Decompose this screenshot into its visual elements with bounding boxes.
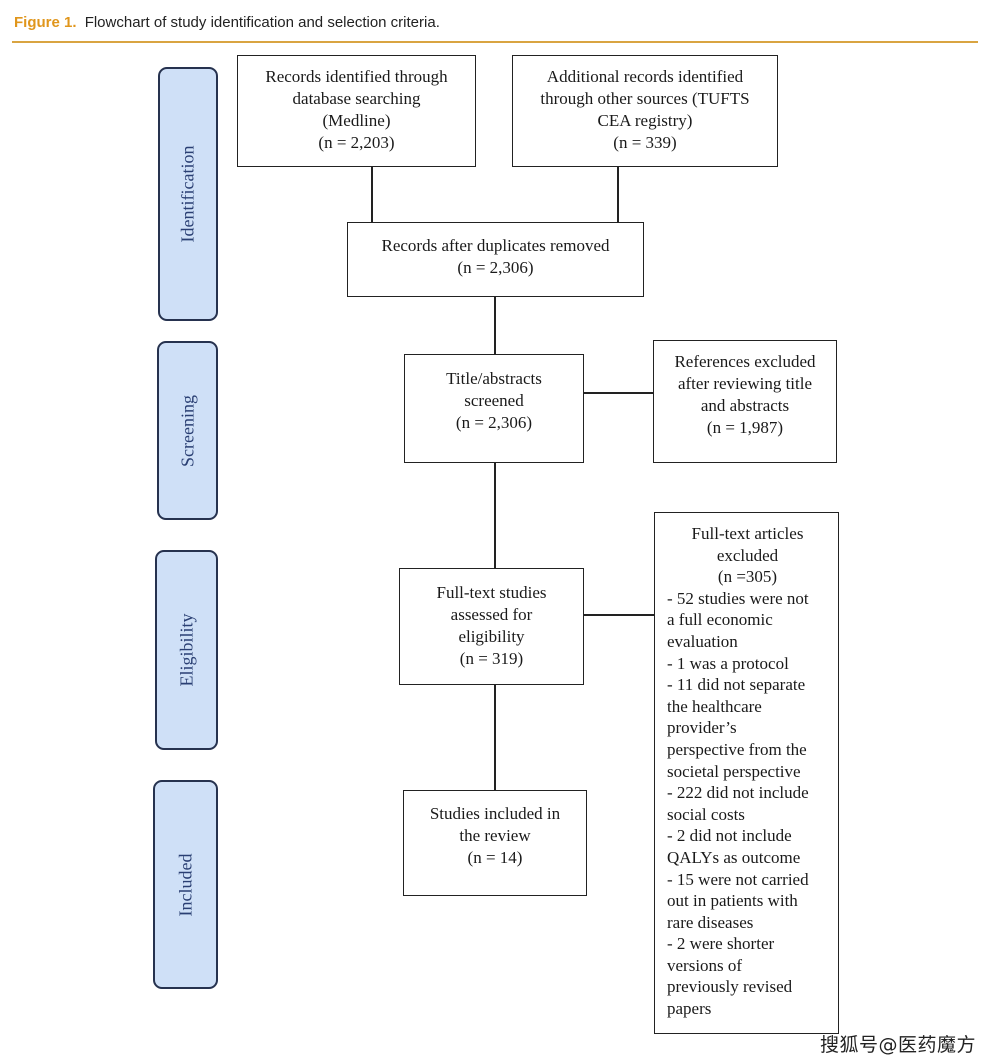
- box-dedup-line: Records after duplicates removed: [381, 236, 610, 255]
- excluded-reason-line: the healthcare: [667, 696, 762, 716]
- box-included-line: the review: [459, 826, 531, 845]
- excluded-heading-line: Full-text articles: [691, 524, 804, 543]
- connector-screen-to-excluded: [583, 392, 654, 394]
- excluded-reason-line: versions of: [667, 955, 743, 975]
- box-after-duplicates: Records after duplicates removed (n = 2,…: [347, 222, 644, 297]
- excluded-reason-line: QALYs as outcome: [667, 847, 801, 867]
- box-studies-included: Studies included in the review (n = 14): [403, 790, 587, 896]
- box-ref-excluded-count: (n = 1,987): [706, 418, 784, 437]
- excluded-reason-line: perspective from the: [667, 739, 807, 759]
- box-included-count: (n = 14): [467, 848, 523, 867]
- connector-fulltext-to-included: [494, 684, 496, 791]
- box-fulltext-assessed: Full-text studies assessed for eligibili…: [399, 568, 584, 685]
- stage-identification-label: Identification: [177, 145, 198, 243]
- figure-title: Flowchart of study identification and se…: [84, 14, 440, 31]
- box-screened-count: (n = 2,306): [455, 413, 533, 432]
- excluded-reason-line: - 15 were not carried: [667, 869, 809, 889]
- box-included-line: Studies included in: [429, 804, 561, 823]
- box-database-line: (Medline): [322, 111, 391, 130]
- watermark: 搜狐号@医药魔方: [819, 1034, 976, 1056]
- box-ref-excluded-line: and abstracts: [700, 396, 790, 415]
- excluded-reason-line: a full economic: [667, 610, 773, 630]
- excluded-reason-line: - 2 did not include: [667, 826, 792, 846]
- excluded-reason-line: - 1 was a protocol: [667, 653, 789, 673]
- connector-dedup-to-screen: [494, 296, 496, 355]
- stage-identification: Identification: [158, 67, 218, 321]
- box-title-abstracts-screened: Title/abstracts screened (n = 2,306): [404, 354, 584, 463]
- box-ref-excluded-line: References excluded: [674, 352, 816, 371]
- connector-other-down: [617, 166, 619, 223]
- excluded-reason-line: out in patients with: [667, 891, 798, 911]
- excluded-reason-line: social costs: [667, 804, 745, 824]
- figure-label: Figure 1.: [14, 14, 77, 31]
- box-other-sources: Additional records identified through ot…: [512, 55, 778, 167]
- box-dedup-count: (n = 2,306): [457, 258, 534, 277]
- box-other-line: CEA registry): [597, 111, 693, 130]
- excluded-reason-line: previously revised: [667, 977, 793, 997]
- stage-screening-label: Screening: [177, 394, 197, 467]
- box-fulltext-count: (n = 319): [459, 649, 524, 668]
- stage-screening: Screening: [157, 341, 218, 520]
- stage-eligibility: Eligibility: [155, 550, 218, 750]
- connector-fulltext-to-excluded: [583, 614, 655, 616]
- box-database-line: database searching: [292, 89, 421, 108]
- box-screened-line: Title/abstracts: [446, 369, 542, 388]
- stage-included: Included: [153, 780, 218, 989]
- connector-database-down: [371, 166, 373, 223]
- stage-included-label: Included: [175, 853, 195, 916]
- box-screened-line: screened: [464, 391, 524, 410]
- excluded-reason-line: - 52 studies were not: [667, 588, 809, 608]
- excluded-reason-line: rare diseases: [667, 912, 754, 932]
- box-fulltext-line: Full-text studies: [436, 583, 547, 602]
- excluded-reason-line: papers: [667, 999, 712, 1019]
- box-other-line: through other sources (TUFTS: [540, 89, 750, 108]
- excluded-reason-line: - 222 did not include: [667, 783, 809, 803]
- box-database-records: Records identified through database sear…: [237, 55, 476, 167]
- box-fulltext-line: eligibility: [458, 627, 525, 646]
- box-other-count: (n = 339): [613, 133, 677, 152]
- excluded-reason-line: - 2 were shorter: [667, 934, 775, 954]
- excluded-heading-count: (n =305): [717, 567, 778, 587]
- box-fulltext-excluded: Full-text articles excluded (n =305) - 5…: [654, 512, 839, 1034]
- excluded-reason-line: - 11 did not separate: [667, 675, 806, 695]
- excluded-heading-line: excluded: [716, 545, 779, 565]
- excluded-reason-line: societal perspective: [667, 761, 801, 781]
- box-database-count: (n = 2,203): [318, 133, 395, 152]
- figure-caption: Figure 1. Flowchart of study identificat…: [14, 14, 440, 31]
- box-references-excluded: References excluded after reviewing titl…: [653, 340, 837, 463]
- caption-rule: [12, 41, 978, 43]
- box-database-line: Records identified through: [265, 67, 448, 86]
- connector-screen-to-fulltext: [494, 462, 496, 570]
- excluded-reason-line: provider’s: [667, 718, 737, 738]
- box-ref-excluded-line: after reviewing title: [677, 374, 813, 393]
- excluded-reason-line: evaluation: [667, 631, 738, 651]
- box-other-line: Additional records identified: [546, 67, 744, 86]
- box-fulltext-line: assessed for: [450, 605, 533, 624]
- stage-eligibility-label: Eligibility: [176, 613, 196, 687]
